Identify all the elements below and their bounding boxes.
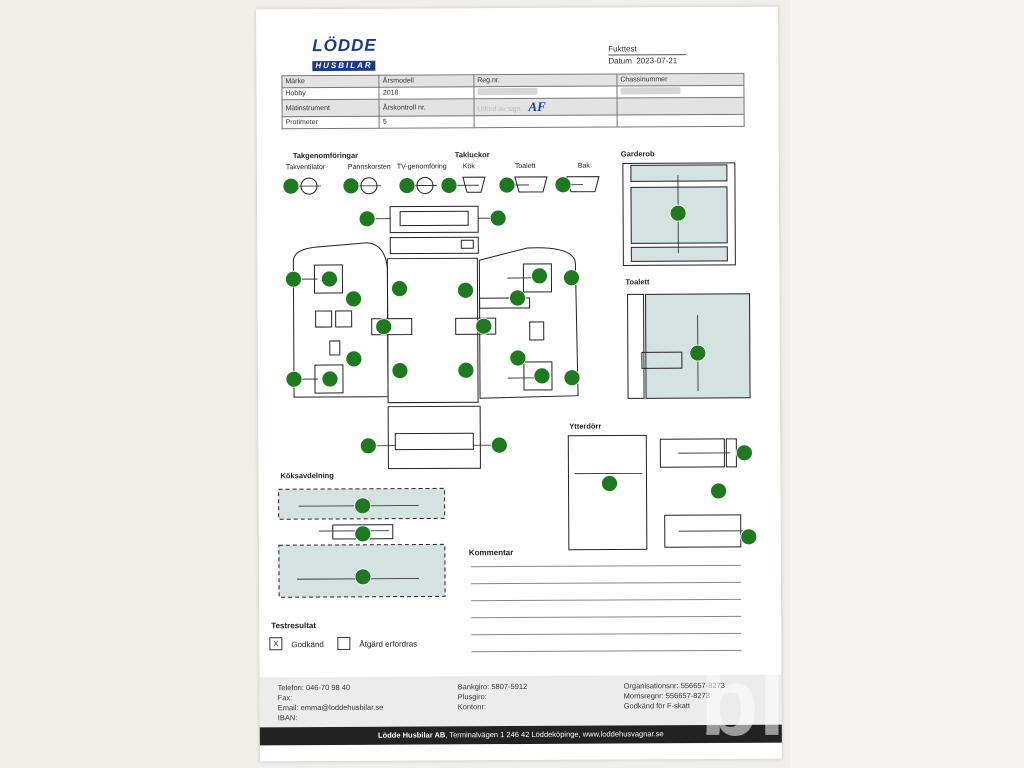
lucka-kok-icon: [462, 176, 486, 193]
ytterdorr-diagram: [567, 434, 648, 551]
measurement-point: [321, 270, 338, 288]
fukttest-form-sheet: LÖDDE HUSBILAR Fukttest Datum 2023-07-21…: [256, 6, 782, 762]
measurement-point: [740, 528, 758, 546]
watermark-logo: bl: [700, 649, 786, 756]
measurement-point: [509, 349, 527, 367]
rear-section: [387, 405, 481, 470]
measurement-point: [457, 361, 475, 379]
footer-phone: Telefon: 046-70 98 40: [277, 682, 351, 693]
measurement-point: [354, 568, 372, 586]
measurement-point: [531, 267, 548, 285]
measurement-point: [321, 370, 339, 388]
background-right: [790, 0, 1024, 768]
footer-iban: IBAN:: [277, 713, 298, 723]
measurement-point: [342, 177, 360, 195]
lucka-toalett-icon: [514, 176, 548, 193]
measurement-point: [735, 444, 753, 462]
measurement-point: [457, 281, 474, 299]
measurement-point: [359, 437, 377, 455]
footer-company-name: Lödde Husbilar AB: [378, 730, 446, 740]
center-aisle: [386, 257, 479, 404]
measurement-point: [489, 209, 507, 227]
measurement-point: [563, 369, 581, 387]
measurement-point: [354, 497, 372, 515]
measurement-point: [509, 289, 526, 307]
kommentar-label: Kommentar: [468, 548, 514, 558]
measurement-point: [345, 350, 363, 368]
measurement-point: [689, 344, 707, 362]
godkand-checkbox[interactable]: X: [269, 637, 283, 651]
left-seat-area: [292, 242, 389, 398]
measurement-point: [345, 290, 362, 308]
front-window: [389, 205, 479, 234]
footer-kontonr: Kontonr:: [457, 702, 487, 712]
garderob-diagram: [622, 162, 736, 266]
measurement-point: [601, 475, 618, 492]
measurement-point: [490, 436, 508, 454]
atgard-checkbox[interactable]: [337, 636, 351, 650]
footer-email: Email: emma@loddehusbilar.se: [277, 702, 384, 713]
measurement-point: [285, 270, 302, 288]
measurement-point: [563, 269, 580, 287]
measurement-point: [498, 176, 516, 194]
lucka-bak-icon: [566, 176, 600, 193]
footer-bankgiro: Bankgiro: 5807-5912: [457, 681, 528, 692]
measurement-point: [710, 482, 727, 500]
measurement-point: [475, 317, 493, 335]
measurement-point: [391, 280, 408, 298]
footer-bank: Bankgiro: 5807-5912 Plusgiro: Kontonr:: [458, 682, 528, 712]
measurement-point: [398, 177, 416, 194]
right-seat-area: [478, 247, 579, 399]
measurement-point: [375, 318, 393, 336]
footer-plusgiro: Plusgiro:: [457, 692, 487, 702]
footer-fax: Fax:: [277, 693, 293, 703]
measurement-point: [533, 367, 551, 385]
atgard-label: Åtgärd erfordras: [359, 639, 418, 649]
measurement-point: [282, 177, 300, 195]
measurement-point: [554, 176, 572, 194]
footer-address: , Terminalvägen 1 246 42 Löddeköpinge, w…: [445, 729, 664, 740]
testresultat-title: Testresultat: [271, 621, 317, 631]
measurement-point: [358, 210, 376, 228]
measurement-diagram: [278, 162, 758, 598]
measurement-point: [669, 204, 687, 222]
measurement-point: [440, 176, 458, 194]
measurement-point: [285, 370, 303, 388]
godkand-label: Godkänd: [291, 640, 324, 650]
measurement-point: [391, 362, 409, 380]
footer-contact: Telefon: 046-70 98 40 Fax: Email: emma@l…: [278, 683, 384, 724]
measurement-point: [354, 525, 372, 543]
